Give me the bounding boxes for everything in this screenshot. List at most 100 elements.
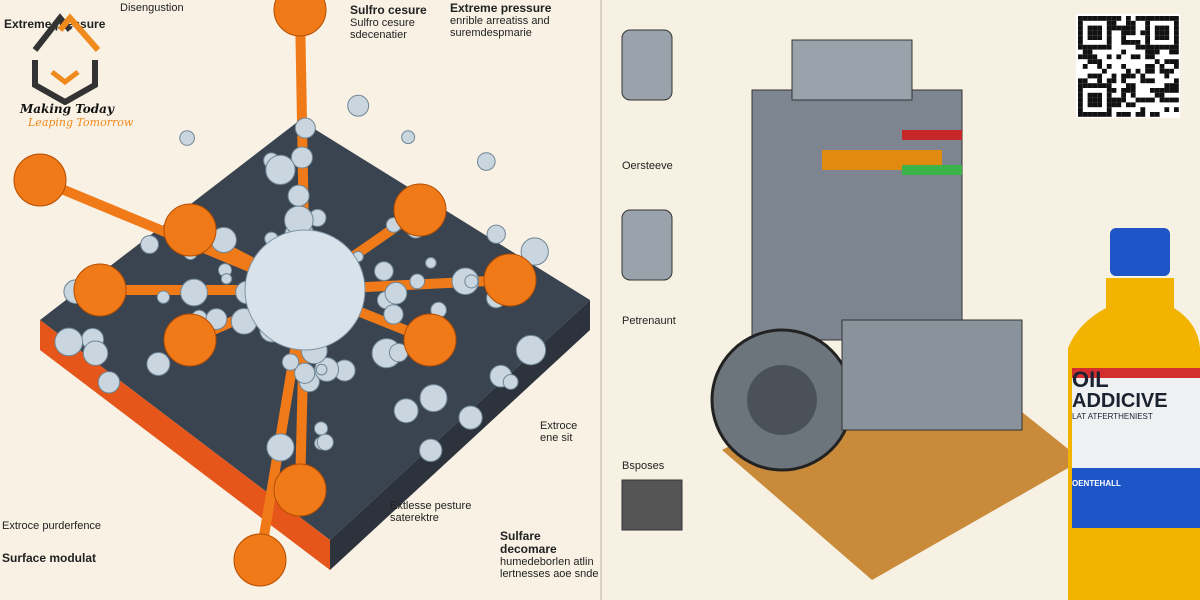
qr-module: [1106, 88, 1112, 93]
qr-module: [1078, 16, 1083, 21]
qr-module: [1150, 64, 1155, 69]
qr-module: [1106, 64, 1112, 69]
qr-module: [1082, 54, 1088, 60]
qr-module: [1092, 30, 1098, 36]
qr-module: [1164, 68, 1170, 74]
qr-module: [1126, 112, 1131, 117]
engine-graphic: [621, 29, 1082, 580]
qr-module: [1078, 25, 1083, 31]
qr-module: [1130, 54, 1136, 60]
qr-module: [1145, 97, 1150, 103]
qr-module: [1092, 97, 1098, 103]
qr-module: [1092, 35, 1098, 40]
steel-atom: [156, 290, 171, 304]
qr-module: [1145, 40, 1150, 45]
qr-module: [1154, 112, 1160, 117]
steel-atom: [82, 340, 109, 366]
qr-module: [1078, 78, 1083, 84]
qr-module: [1154, 25, 1160, 31]
qr-module: [1087, 73, 1093, 79]
qr-module: [1174, 44, 1179, 50]
label-bottom-left: Surface modulat: [2, 551, 97, 565]
qr-module: [1121, 92, 1126, 98]
qr-module: [1159, 44, 1165, 50]
qr-module: [1140, 112, 1146, 117]
qr-module: [1164, 30, 1170, 36]
qr-module: [1092, 54, 1098, 60]
qr-module: [1174, 25, 1179, 31]
oil-bottle-icon: [1068, 228, 1200, 600]
logo-line1: Making Today: [20, 102, 114, 116]
qr-module: [1174, 59, 1179, 64]
qr-module: [1150, 68, 1155, 74]
steel-atom: [146, 352, 171, 376]
qr-module: [1078, 107, 1083, 112]
qr-module: [1087, 83, 1093, 88]
qr-module: [1140, 107, 1146, 112]
qr-module: [1111, 102, 1117, 108]
steel-atom: [419, 384, 448, 413]
qr-module: [1111, 16, 1117, 21]
qr-module: [1126, 88, 1131, 93]
qr-module: [1087, 16, 1093, 21]
qr-module: [1126, 68, 1131, 74]
qr-module: [1126, 30, 1131, 36]
qr-module: [1150, 112, 1155, 117]
qr-module: [1106, 83, 1112, 88]
qr-module: [1121, 112, 1126, 117]
additive-molecule-illustration: Extreme pressure Disengustion Sulfro ces…: [2, 0, 599, 587]
qr-module: [1140, 44, 1146, 50]
qr-module: [1087, 49, 1093, 55]
steel-atom: [315, 363, 328, 376]
qr-module: [1078, 44, 1083, 50]
label-bsposes: Bsposes: [622, 460, 665, 472]
qr-module: [1082, 78, 1088, 84]
qr-module: [1126, 83, 1131, 88]
steel-atom: [515, 334, 547, 366]
qr-module: [1106, 20, 1112, 26]
label-petrenaunt: Petrenaunt: [622, 315, 676, 327]
qr-module: [1169, 16, 1174, 21]
qr-module: [1087, 112, 1093, 117]
qr-module: [1150, 49, 1155, 55]
qr-module: [1174, 20, 1179, 26]
qr-module: [1087, 102, 1093, 108]
qr-module: [1164, 35, 1170, 40]
qr-module: [1154, 88, 1160, 93]
qr-module: [1164, 25, 1170, 31]
qr-module: [1154, 35, 1160, 40]
qr-module: [1164, 16, 1170, 21]
qr-module: [1111, 88, 1117, 93]
qr-module: [1164, 107, 1170, 112]
qr-module: [1087, 92, 1093, 98]
qr-module: [1174, 78, 1179, 84]
qr-module: [1174, 88, 1179, 93]
qr-module: [1169, 88, 1174, 93]
qr-module: [1087, 54, 1093, 60]
qr-module: [1121, 25, 1126, 31]
qr-module: [1126, 16, 1131, 21]
qr-module: [1145, 68, 1150, 74]
qr-module: [1078, 102, 1083, 108]
bottle-label: OIL ADDICIVE LAT ATFERTHENIEST OENTEHALL: [1072, 369, 1200, 489]
qr-module: [1169, 59, 1174, 64]
qr-module: [1130, 20, 1136, 26]
qr-module: [1145, 20, 1150, 26]
qr-module: [1106, 16, 1112, 21]
orange-atom: [483, 253, 537, 307]
steel-atom: [347, 94, 370, 117]
qr-module: [1092, 83, 1098, 88]
label-oersteeve: Oersteeve: [622, 160, 673, 172]
logo-line2: Leaping Tomorrow: [28, 116, 134, 129]
qr-module: [1121, 78, 1126, 84]
qr-module: [1092, 16, 1098, 21]
qr-module: [1078, 83, 1083, 88]
orange-atom: [13, 153, 67, 207]
qr-module: [1130, 73, 1136, 79]
qr-module: [1082, 44, 1088, 50]
qr-module: [1130, 88, 1136, 93]
orange-atom: [403, 313, 457, 367]
qr-module: [1078, 88, 1083, 93]
qr-module: [1159, 25, 1165, 31]
